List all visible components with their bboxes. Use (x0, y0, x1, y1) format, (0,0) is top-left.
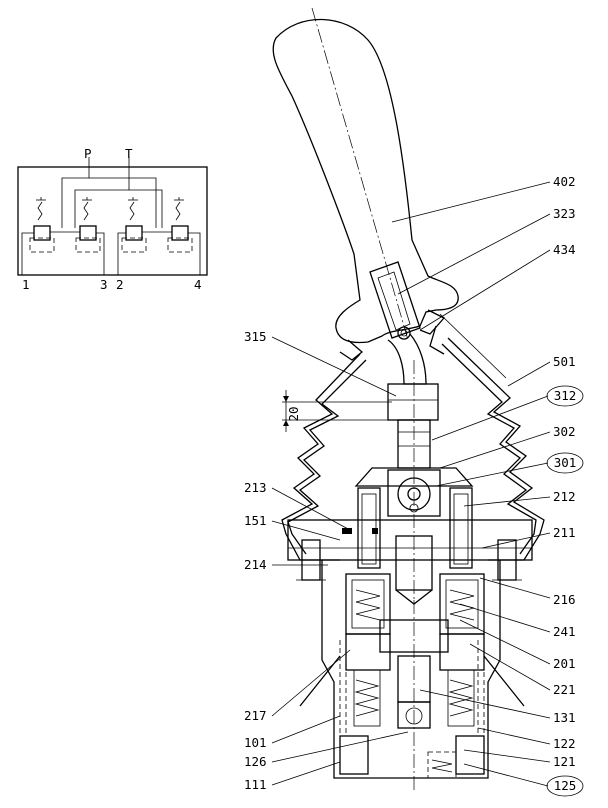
callout-402: 402 (553, 174, 576, 189)
callout-circle-312 (546, 385, 584, 407)
callout-151: 151 (244, 513, 267, 528)
schematic-frame (17, 166, 208, 276)
callout-circle-301 (546, 452, 584, 474)
valve-block-3 (121, 197, 147, 253)
callout-214: 214 (244, 557, 267, 572)
callout-241: 241 (553, 624, 576, 639)
dimension-20: 20 (282, 390, 398, 432)
callout-211: 211 (553, 525, 576, 540)
callout-122: 122 (553, 736, 576, 751)
cam-plate (354, 360, 474, 600)
callout-301: 301 (554, 455, 577, 470)
lever-handle (272, 7, 507, 379)
t-line-right (129, 189, 163, 228)
callout-121: 121 (553, 754, 576, 769)
callout-221: 221 (553, 682, 576, 697)
rubber-bellows (281, 337, 545, 561)
p-line (61, 157, 90, 228)
callout-217: 217 (244, 708, 267, 723)
port-p-label: P (84, 146, 92, 161)
callout-302: 302 (553, 424, 576, 439)
port-3-label: 3 (100, 277, 108, 292)
left-piston-assembly (339, 487, 391, 775)
callout-315: 315 (244, 329, 267, 344)
callout-126: 126 (244, 754, 267, 769)
callout-125: 125 (554, 778, 577, 793)
hydraulic-schematic: P T 1 3 2 4 (17, 146, 208, 292)
callout-212: 212 (553, 489, 576, 504)
callout-101: 101 (244, 735, 267, 750)
callout-111: 111 (244, 777, 267, 792)
t-line (74, 157, 130, 228)
callout-434: 434 (553, 242, 576, 257)
callout-501: 501 (553, 354, 576, 369)
right-piston-assembly (427, 487, 485, 779)
port-2-label: 2 (116, 277, 124, 292)
valve-body (287, 519, 533, 790)
valve-block-4 (167, 197, 193, 253)
lever-shaft (339, 325, 445, 469)
port-t-label: T (125, 146, 133, 161)
leader-lines (271, 181, 551, 787)
valve-block-1 (29, 197, 55, 253)
callout-201: 201 (553, 656, 576, 671)
dimension-value: 20 (286, 406, 301, 421)
callout-213: 213 (244, 480, 267, 495)
callout-216: 216 (553, 592, 576, 607)
valve-block-2 (75, 197, 101, 253)
port-1-label: 1 (22, 277, 30, 292)
port-4-label: 4 (194, 277, 202, 292)
callout-131: 131 (553, 710, 576, 725)
p-line-right (89, 177, 157, 228)
lever-centerline (311, 7, 409, 341)
callout-312: 312 (554, 388, 577, 403)
callout-circle-125 (546, 775, 584, 797)
callout-323: 323 (553, 206, 576, 221)
callout-labels: 402 323 434 315 501 312 302 301 213 212 … (244, 174, 584, 797)
